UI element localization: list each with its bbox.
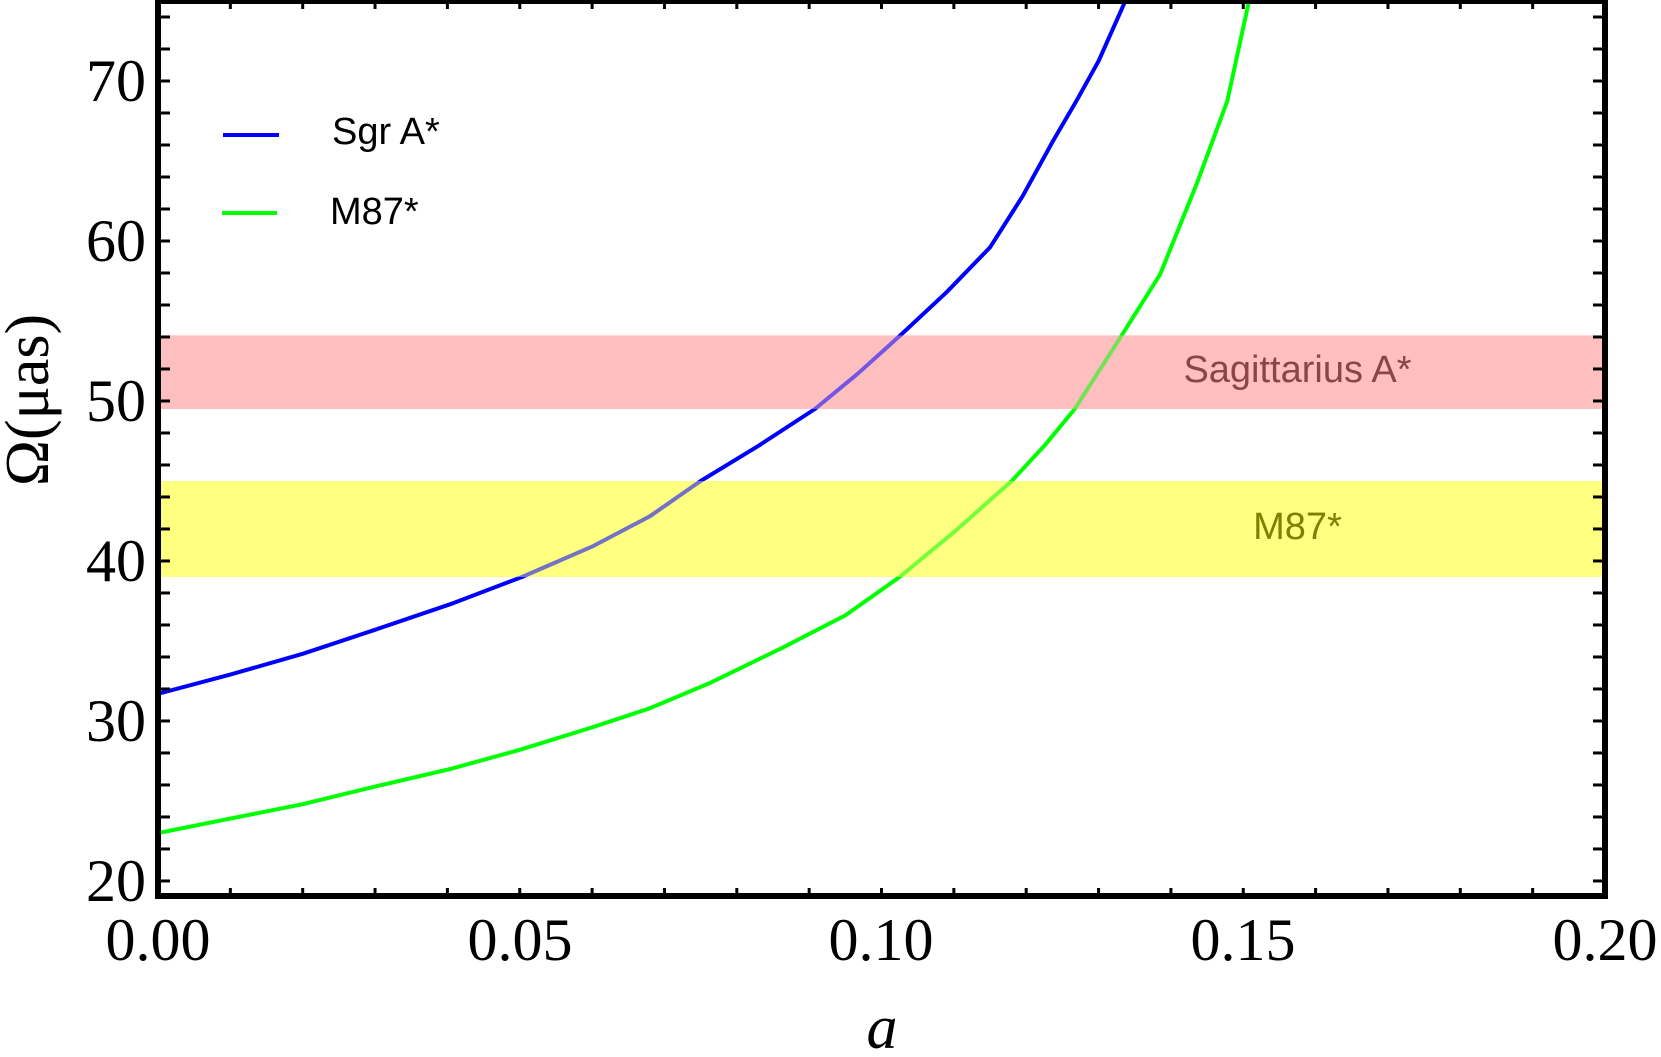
shaded-bands — [158, 335, 1605, 577]
axis-ticks — [156, 1, 1607, 896]
band-overlay-1 — [158, 480, 1605, 577]
x-axis-title: a — [867, 994, 898, 1057]
x-tick-label: 0.20 — [1553, 907, 1658, 973]
y-axis-title: Ω(μas) — [0, 314, 62, 486]
y-tick-label: 70 — [86, 48, 146, 114]
y-tick-label: 40 — [86, 528, 146, 594]
band-1 — [158, 480, 1605, 577]
y-tick-labels: 20 30 40 50 60 70 — [86, 48, 146, 914]
y-tick-label: 30 — [86, 688, 146, 754]
legend-item-m87: M87* — [222, 191, 419, 233]
x-tick-label: 0.05 — [468, 907, 573, 973]
band-label-m87: M87* — [1253, 506, 1342, 548]
legend-item-sgr-a: Sgr A* — [223, 111, 440, 153]
y-tick-label: 60 — [86, 208, 146, 274]
band-0 — [158, 335, 1605, 409]
band-overlay-0 — [158, 335, 1605, 409]
legend-label: Sgr A* — [332, 111, 440, 153]
x-tick-labels: 0.00 0.05 0.10 0.15 0.20 — [106, 907, 1658, 973]
legend: Sgr A* M87* — [222, 111, 440, 233]
series-line-1 — [158, 1, 1251, 835]
series-line-0 — [158, 1, 1128, 696]
band-label-sagittarius: Sagittarius A* — [1183, 349, 1411, 391]
legend-label: M87* — [330, 191, 419, 233]
y-tick-label: 50 — [86, 368, 146, 434]
band-labels: Sagittarius A* M87* — [1183, 349, 1411, 548]
y-tick-label: 20 — [86, 848, 146, 914]
x-tick-label: 0.00 — [106, 907, 211, 973]
x-tick-label: 0.10 — [829, 907, 934, 973]
x-tick-label: 0.15 — [1191, 907, 1296, 973]
curves — [158, 1, 1605, 835]
